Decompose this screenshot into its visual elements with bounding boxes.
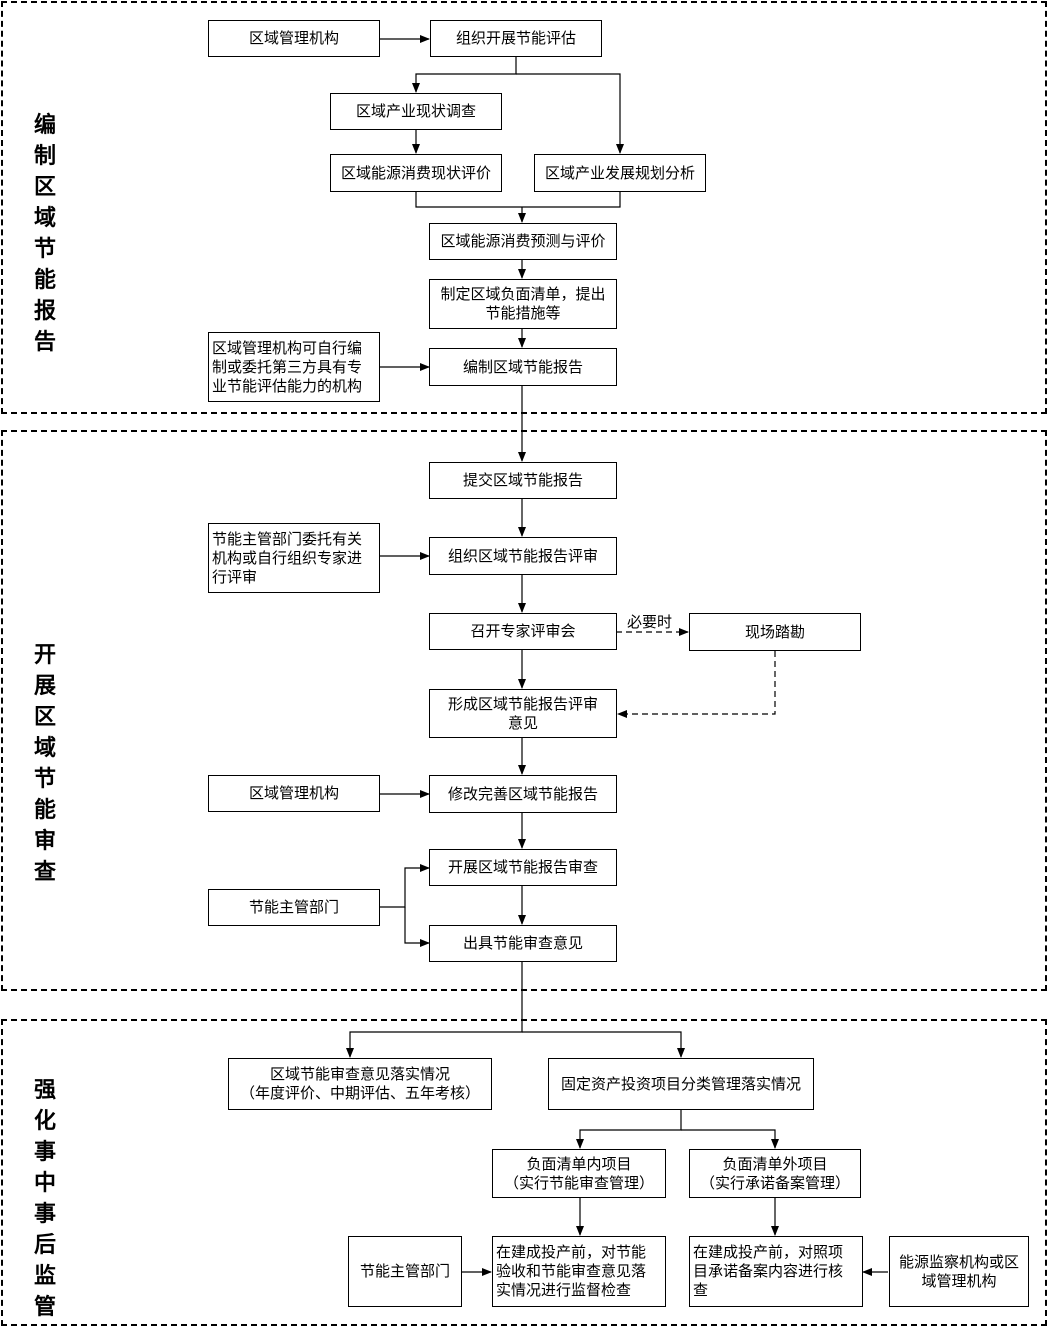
node-org-review: 组织区域节能报告评审: [429, 537, 617, 575]
node-submit: 提交区域节能报告: [429, 462, 617, 499]
node-out-list: 负面清单外项目 （实行承诺备案管理）: [689, 1149, 861, 1198]
node-expert-meeting: 召开专家评审会: [429, 613, 617, 650]
node-energy-eval: 区域能源消费现状评价: [330, 154, 502, 192]
arrow-visit-opinion: [617, 651, 776, 718]
node-in-list: 负面清单内项目 （实行节能审查管理）: [492, 1149, 666, 1198]
section-frame-review: [1, 430, 1047, 991]
node-check-out: 在建成投产前，对照项 目承诺备案内容进行核 查: [689, 1236, 863, 1307]
node-revise: 修改完善区域节能报告: [429, 775, 617, 813]
node-compile: 编制区域节能报告: [429, 348, 617, 386]
node-industry-plan: 区域产业发展规划分析: [534, 154, 706, 192]
arrow-issue-fixedasset: [522, 1031, 685, 1058]
section-title-review: 开展区域节能审查: [33, 642, 56, 885]
section-frame-compile: [1, 1, 1047, 414]
node-implement: 区域节能审查意见落实情况 （年度评价、中期评估、五年考核）: [228, 1058, 492, 1110]
node-compile-note: 区域管理机构可自行编 制或委托第三方具有专 业节能评估能力的机构: [208, 332, 380, 402]
node-review-note: 节能主管部门委托有关 机构或自行组织专家进 行评审: [208, 523, 380, 593]
arrow-issue-implement: [346, 962, 523, 1058]
arrow-fixed-outlist: [681, 1129, 779, 1149]
node-check-in: 在建成投产前，对节能 验收和节能审查意见落 实情况进行监督检查: [492, 1236, 666, 1307]
arrow-dept-examine: [380, 864, 430, 908]
arrow-dept-issue: [404, 907, 430, 947]
node-dept-2: 节能主管部门: [348, 1236, 462, 1307]
node-dept-1: 节能主管部门: [208, 889, 380, 926]
node-fixed-asset: 固定资产投资项目分类管理落实情况: [548, 1058, 814, 1110]
node-negative-list: 制定区域负面清单，提出 节能措施等: [429, 279, 617, 329]
label-when-needed: 必要时: [627, 613, 673, 631]
arrow-assess-split: [412, 57, 517, 93]
node-assess: 组织开展节能评估: [430, 20, 602, 57]
node-site-visit: 现场踏勘: [689, 613, 861, 651]
arrow-assess-plan: [516, 73, 624, 154]
node-examine: 开展区域节能报告审查: [429, 849, 617, 886]
node-org-1: 区域管理机构: [208, 20, 380, 57]
section-title-compile: 编制区域节能报告: [33, 112, 56, 355]
arrow-merge-forecast: [415, 192, 621, 222]
node-issue: 出具节能审查意见: [429, 925, 617, 962]
node-monitor: 能源监察机构或区 域管理机构: [889, 1236, 1029, 1307]
node-survey: 区域产业现状调查: [330, 93, 502, 130]
section-title-supervise: 强化事中事后监管: [33, 1077, 56, 1320]
arrow-fixed-split: [576, 1110, 682, 1149]
node-forecast: 区域能源消费预测与评价: [429, 223, 617, 260]
node-org-2: 区域管理机构: [208, 775, 380, 812]
node-review-opinion: 形成区域节能报告评审 意见: [429, 689, 617, 738]
section-frame-supervise: [1, 1019, 1047, 1326]
